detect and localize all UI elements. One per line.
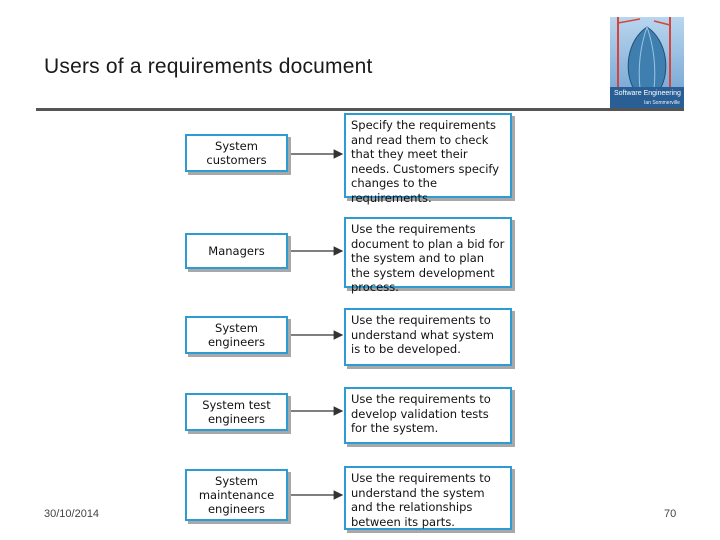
use-box-system-customers: Specify the requirements and read them t…: [344, 113, 512, 205]
user-label: System engineers: [207, 321, 266, 349]
title-divider: [36, 108, 684, 111]
user-box-managers: Managers: [185, 233, 288, 269]
slide-title: Users of a requirements document: [44, 55, 373, 78]
page-number: 70: [664, 508, 677, 520]
use-description: Use the requirements to understand what …: [351, 313, 494, 357]
footer-date: 30/10/2014: [44, 508, 100, 520]
user-box-system-maintenance-engineers: System maintenance engineers: [185, 469, 288, 521]
use-box-system-maintenance-engineers: Use the requirements to understand the s…: [344, 466, 512, 530]
use-description: Specify the requirements and read them t…: [351, 118, 500, 205]
user-box-system-engineers: System engineers: [185, 316, 288, 354]
use-description: Use the requirements document to plan a …: [351, 222, 505, 295]
user-label: Managers: [208, 244, 265, 258]
cover-author: Ian Sommerville: [644, 100, 680, 106]
use-box-system-test-engineers: Use the requirements to develop validati…: [344, 387, 512, 444]
use-box-system-engineers: Use the requirements to understand what …: [344, 308, 512, 366]
user-box-system-test-engineers: System test engineers: [185, 393, 288, 431]
user-box-system-customers: System customers: [185, 134, 288, 172]
building-illustration-icon: [610, 17, 684, 109]
use-description: Use the requirements to understand the s…: [351, 471, 491, 529]
user-label: System customers: [206, 139, 267, 167]
user-label: System maintenance engineers: [198, 474, 275, 516]
use-description: Use the requirements to develop validati…: [351, 392, 491, 436]
user-label: System test engineers: [202, 398, 271, 426]
use-box-managers: Use the requirements document to plan a …: [344, 217, 512, 294]
book-cover-image: Software Engineering Ian Sommerville: [610, 17, 684, 109]
cover-title: Software Engineering: [614, 90, 681, 97]
